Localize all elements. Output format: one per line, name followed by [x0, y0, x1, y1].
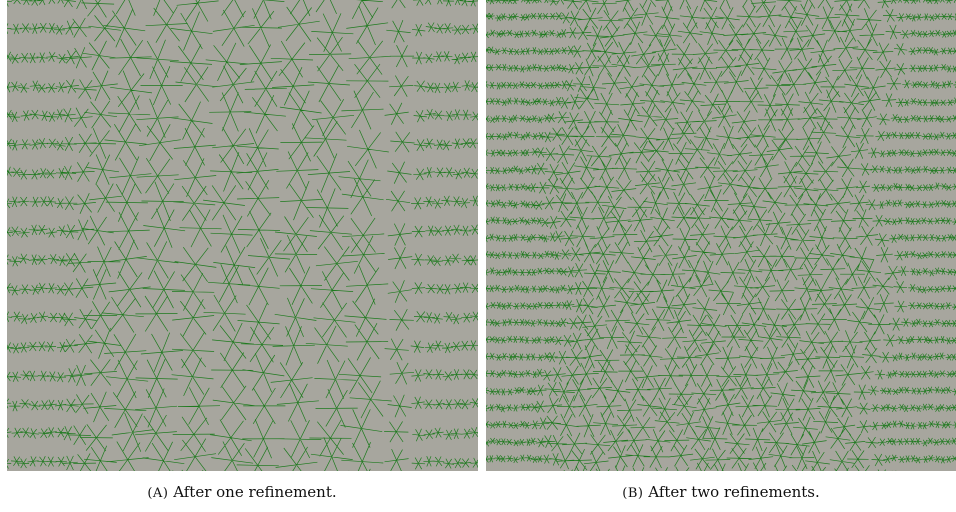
- caption-b: (B) After two refinements.: [622, 483, 819, 501]
- caption-b-text: After two refinements.: [648, 483, 820, 501]
- mesh-panel-a: [7, 0, 478, 471]
- caption-b-label: (B): [622, 486, 644, 501]
- caption-a-text: After one refinement.: [173, 483, 337, 501]
- mesh-image-a: [7, 0, 478, 471]
- caption-a: (A) After one refinement.: [147, 483, 336, 501]
- mesh-lines: [486, 0, 956, 471]
- mesh-image-b: [486, 0, 956, 471]
- mesh-lines: [7, 0, 478, 471]
- caption-a-label: (A): [147, 486, 169, 501]
- mesh-panel-b: [486, 0, 956, 471]
